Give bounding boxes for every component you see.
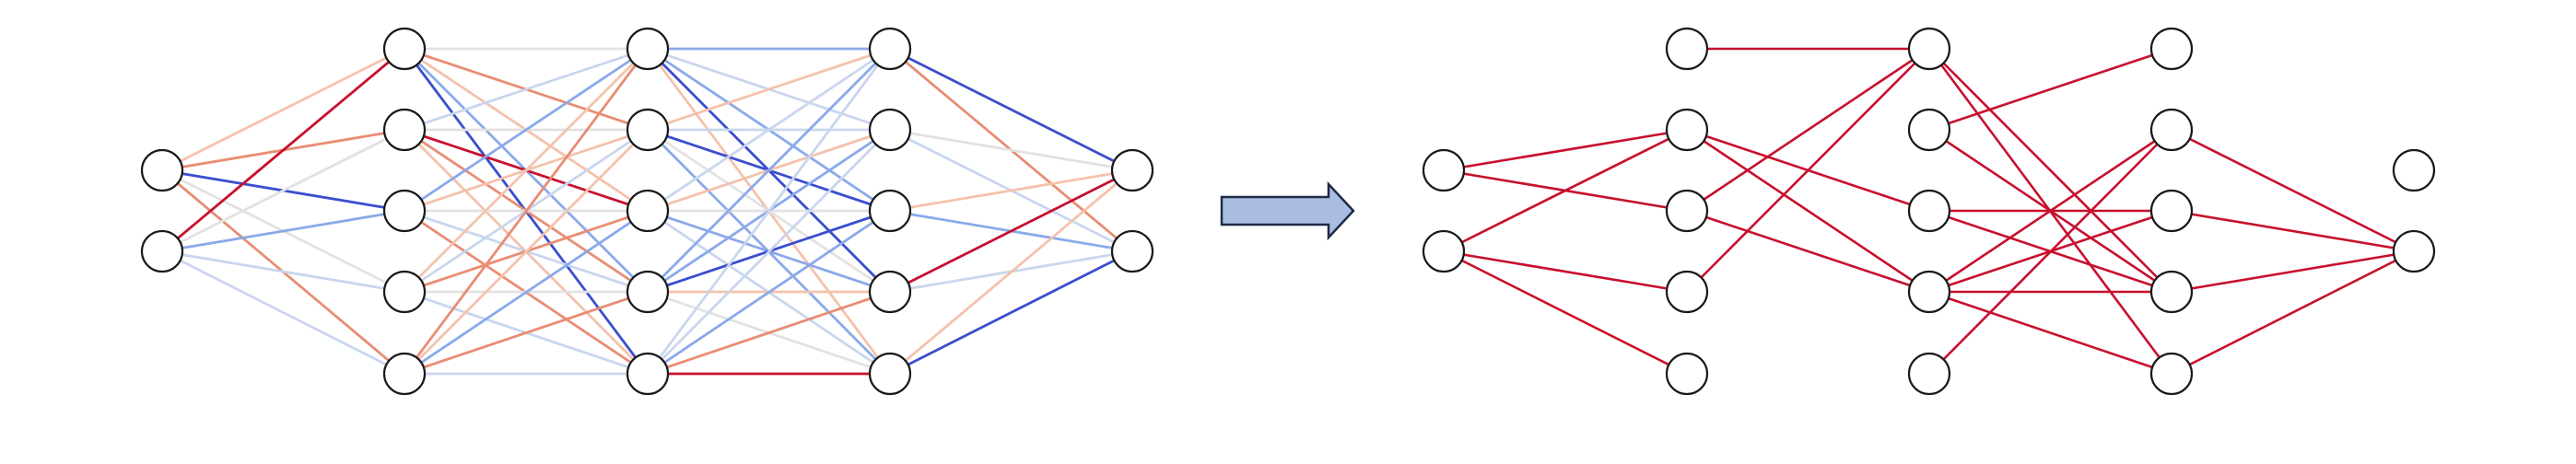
- sparse-edge-3-2-to-4-1: [2170, 209, 2416, 253]
- dense-node-layer3-4: [868, 352, 912, 396]
- sparse-node-layer4-1: [2392, 229, 2436, 273]
- right-arrow-icon: [1220, 180, 1355, 241]
- dense-edge-3-0-to-4-0: [888, 47, 1134, 172]
- dense-node-layer3-3: [868, 270, 912, 314]
- sparse-node-layer3-4: [2149, 352, 2194, 396]
- sparse-edge-1-3-to-2-0: [1685, 47, 1931, 294]
- sparse-network-edges: [1442, 47, 2416, 376]
- dense-node-layer4-0: [1110, 148, 1154, 192]
- sparse-node-layer2-3: [1907, 270, 1951, 314]
- sparse-edge-2-0-to-3-3: [1927, 47, 2173, 294]
- dense-edge-2-4-to-3-0: [646, 47, 892, 376]
- sparse-node-layer3-3: [2149, 270, 2194, 314]
- dense-edge-1-2-to-2-0: [403, 47, 650, 213]
- sparse-node-layer2-1: [1907, 108, 1951, 152]
- dense-network-nodes: [140, 27, 1154, 396]
- dense-node-layer1-2: [382, 189, 427, 233]
- sparse-edge-1-2-to-2-3: [1685, 209, 1931, 294]
- sparse-node-layer4-0: [2392, 148, 2436, 192]
- dense-node-layer3-2: [868, 189, 912, 233]
- sparse-edge-2-3-to-3-4: [1927, 290, 2173, 376]
- dense-edge-2-3-to-3-0: [646, 47, 892, 294]
- sparse-node-layer2-4: [1907, 352, 1951, 396]
- dense-edge-1-1-to-2-0: [403, 47, 650, 132]
- sparse-edge-3-1-to-4-1: [2170, 128, 2416, 253]
- dense-edge-3-3-to-4-0: [888, 168, 1134, 294]
- sparse-node-layer2-0: [1907, 27, 1951, 71]
- dense-node-layer2-0: [626, 27, 670, 71]
- sparse-node-layer0-0: [1422, 148, 1466, 192]
- dense-edge-2-1-to-3-0: [646, 47, 892, 132]
- dense-node-layer2-2: [626, 189, 670, 233]
- dense-node-layer1-4: [382, 352, 427, 396]
- dense-edge-3-2-to-4-0: [888, 168, 1134, 213]
- dense-edge-3-4-to-4-0: [888, 168, 1134, 376]
- dense-node-layer1-0: [382, 27, 427, 71]
- dense-edge-2-4-to-3-2: [646, 209, 892, 376]
- dense-node-layer3-1: [868, 108, 912, 152]
- dense-node-layer0-0: [140, 148, 184, 192]
- dense-node-layer1-1: [382, 108, 427, 152]
- sparse-edge-2-3-to-3-1: [1927, 128, 2173, 294]
- sparse-node-layer1-1: [1665, 108, 1709, 152]
- dense-edge-0-1-to-1-4: [160, 249, 406, 376]
- dense-edge-0-1-to-1-0: [160, 47, 406, 253]
- dense-edge-0-1-to-1-1: [160, 128, 406, 253]
- dense-edge-1-3-to-2-0: [403, 47, 650, 294]
- dense-edge-1-4-to-2-3: [403, 290, 650, 376]
- dense-edge-1-4-to-2-2: [403, 209, 650, 376]
- dense-edge-3-1-to-4-0: [888, 128, 1134, 172]
- sparse-node-layer1-0: [1665, 27, 1709, 71]
- dense-edge-1-4-to-2-1: [403, 128, 650, 376]
- sparse-edge-0-1-to-1-3: [1442, 249, 1689, 294]
- sparse-node-layer1-3: [1665, 270, 1709, 314]
- dense-edge-2-4-to-3-1: [646, 128, 892, 376]
- dense-edge-0-0-to-1-0: [160, 47, 406, 172]
- sparse-node-layer3-2: [2149, 189, 2194, 233]
- sparse-edge-1-1-to-2-3: [1685, 128, 1931, 294]
- sparse-edge-3-4-to-4-1: [2170, 249, 2416, 376]
- dense-edge-2-2-to-3-0: [646, 47, 892, 213]
- dense-node-layer4-1: [1110, 229, 1154, 273]
- dense-edge-2-4-to-3-3: [646, 290, 892, 376]
- dense-network-edges: [160, 47, 1134, 376]
- sparse-edge-2-1-to-3-0: [1927, 47, 2173, 132]
- dense-node-layer2-1: [626, 108, 670, 152]
- sparse-node-layer1-4: [1665, 352, 1709, 396]
- dense-node-layer0-1: [140, 229, 184, 273]
- dense-node-layer3-0: [868, 27, 912, 71]
- sparse-node-layer3-0: [2149, 27, 2194, 71]
- sparse-node-layer3-1: [2149, 108, 2194, 152]
- right-arrow-shape: [1220, 180, 1355, 241]
- dense-node-layer2-4: [626, 352, 670, 396]
- dense-edge-0-1-to-1-3: [160, 249, 406, 294]
- dense-edge-1-4-to-2-0: [403, 47, 650, 376]
- dense-node-layer1-3: [382, 270, 427, 314]
- dense-edge-0-1-to-1-2: [160, 209, 406, 253]
- sparse-edge-1-2-to-2-0: [1685, 47, 1931, 213]
- sparse-network-nodes: [1422, 27, 2436, 396]
- dense-edge-3-4-to-4-1: [888, 249, 1134, 376]
- sparse-node-layer2-2: [1907, 189, 1951, 233]
- sparse-edge-0-1-to-1-4: [1442, 249, 1689, 376]
- sparse-edge-2-4-to-3-1: [1927, 128, 2173, 376]
- sparse-edge-3-3-to-4-1: [2170, 249, 2416, 294]
- sparse-edge-0-1-to-1-1: [1442, 128, 1689, 253]
- sparse-edge-0-0-to-1-1: [1442, 128, 1689, 172]
- sparse-node-layer0-1: [1422, 229, 1466, 273]
- sparse-node-layer1-2: [1665, 189, 1709, 233]
- dense-node-layer2-3: [626, 270, 670, 314]
